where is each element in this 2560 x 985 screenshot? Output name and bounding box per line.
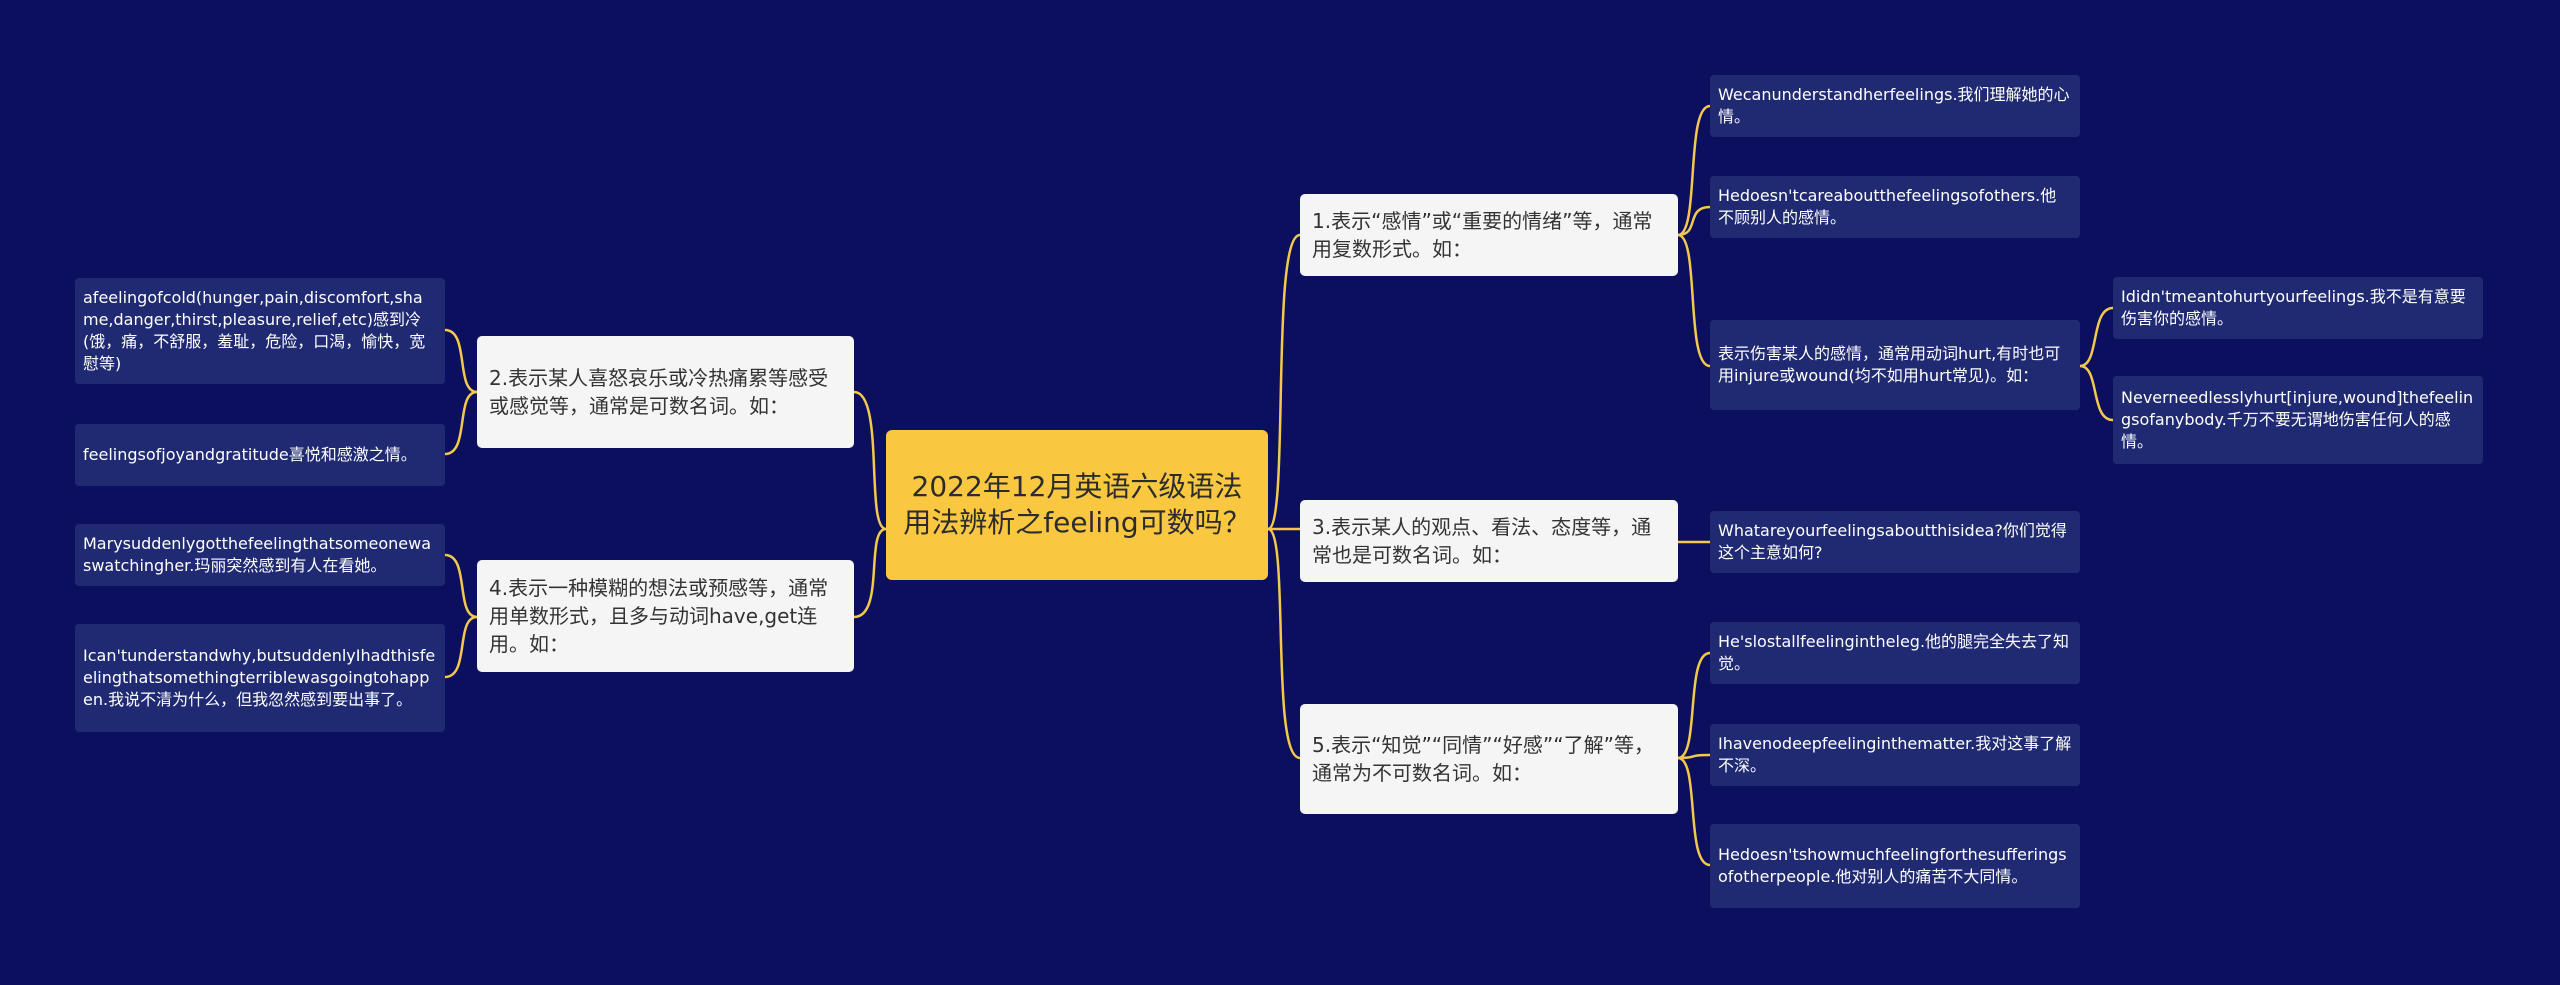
leaf-1-2[interactable]: Hedoesn'tcareaboutthefeelingsofothers.他不… [1710, 176, 2080, 238]
leaf-5-1[interactable]: He'slostallfeelingintheleg.他的腿完全失去了知觉。 [1710, 622, 2080, 684]
branch-2-label: 2.表示某人喜怒哀乐或冷热痛累等感受或感觉等，通常是可数名词。如： [489, 366, 829, 418]
connector-root-b5 [1267, 527, 1301, 760]
root-title: 2022年12月英语六级语法用法辨析之feeling可数吗？ [903, 470, 1251, 539]
leaf-2-1-text: afeelingofcold(hunger,pain,discomfort,sh… [83, 288, 426, 373]
leaf-4-1-text: Marysuddenlygotthefeelingthatsomeonewasw… [83, 534, 432, 575]
connector-l3-s1 [2079, 306, 2114, 368]
connector-b1-l2 [1677, 205, 1711, 237]
branch-3-label: 3.表示某人的观点、看法、态度等，通常也是可数名词。如： [1312, 515, 1652, 567]
branch-2[interactable]: 2.表示某人喜怒哀乐或冷热痛累等感受或感觉等，通常是可数名词。如： [477, 336, 854, 448]
leaf-5-2[interactable]: Ihavenodeepfeelinginthematter.我对这事了解不深。 [1710, 724, 2080, 786]
branch-5-label: 5.表示“知觉”“同情”“好感”“了解”等，通常为不可数名词。如： [1312, 733, 1654, 785]
leaf-4-2-text: Ican'tunderstandwhy,butsuddenlyIhadthisf… [83, 646, 436, 709]
connector-root-b1 [1267, 233, 1301, 531]
connector-root-b4 [853, 527, 887, 619]
branch-1[interactable]: 1.表示“感情”或“重要的情绪”等，通常用复数形式。如： [1300, 194, 1678, 276]
connector-b2-l2 [444, 390, 478, 456]
leaf-3-1[interactable]: Whatareyourfeelingsaboutthisidea?你们觉得这个主… [1710, 511, 2080, 573]
leaf-4-1[interactable]: Marysuddenlygotthefeelingthatsomeonewasw… [75, 524, 445, 586]
leaf-1-1[interactable]: Wecanunderstandherfeelings.我们理解她的心情。 [1710, 75, 2080, 137]
leaf-2-2-text: feelingsofjoyandgratitude喜悦和感激之情。 [83, 445, 417, 464]
connector-b5-l1 [1677, 651, 1711, 760]
root-topic[interactable]: 2022年12月英语六级语法用法辨析之feeling可数吗？ [886, 430, 1268, 580]
leaf-1-1-text: Wecanunderstandherfeelings.我们理解她的心情。 [1718, 85, 2070, 126]
connector-b1-l3 [1677, 233, 1711, 368]
branch-4-label: 4.表示一种模糊的想法或预感等，通常用单数形式，且多与动词have,get连用。… [489, 576, 829, 656]
connector-b5-l3 [1677, 756, 1711, 867]
connector-b2-l1 [444, 328, 478, 394]
leaf-1-3-text: 表示伤害某人的感情，通常用动词hurt,有时也可用injure或wound(均不… [1718, 344, 2061, 385]
leaf-5-3-text: Hedoesn'tshowmuchfeelingforthesufferings… [1718, 845, 2067, 886]
leaf-1-3-1[interactable]: Ididn'tmeantohurtyourfeelings.我不是有意要伤害你的… [2113, 277, 2483, 339]
leaf-4-2[interactable]: Ican'tunderstandwhy,butsuddenlyIhadthisf… [75, 624, 445, 732]
connector-b1-l1 [1677, 104, 1711, 237]
leaf-1-3-2[interactable]: Neverneedlesslyhurt[injure,wound]thefeel… [2113, 376, 2483, 464]
leaf-2-1[interactable]: afeelingofcold(hunger,pain,discomfort,sh… [75, 278, 445, 384]
connector-root-b2 [853, 390, 887, 531]
leaf-2-2[interactable]: feelingsofjoyandgratitude喜悦和感激之情。 [75, 424, 445, 486]
leaf-1-3-1-text: Ididn'tmeantohurtyourfeelings.我不是有意要伤害你的… [2121, 287, 2466, 328]
leaf-1-2-text: Hedoesn'tcareaboutthefeelingsofothers.他不… [1718, 186, 2057, 227]
leaf-5-2-text: Ihavenodeepfeelinginthematter.我对这事了解不深。 [1718, 734, 2072, 775]
branch-3[interactable]: 3.表示某人的观点、看法、态度等，通常也是可数名词。如： [1300, 500, 1678, 582]
leaf-1-3[interactable]: 表示伤害某人的感情，通常用动词hurt,有时也可用injure或wound(均不… [1710, 320, 2080, 410]
connector-b5-l2 [1677, 753, 1711, 760]
leaf-3-1-text: Whatareyourfeelingsaboutthisidea?你们觉得这个主… [1718, 521, 2067, 562]
leaf-1-3-2-text: Neverneedlesslyhurt[injure,wound]thefeel… [2121, 388, 2474, 451]
leaf-5-1-text: He'slostallfeelingintheleg.他的腿完全失去了知觉。 [1718, 632, 2070, 673]
branch-5[interactable]: 5.表示“知觉”“同情”“好感”“了解”等，通常为不可数名词。如： [1300, 704, 1678, 814]
connector-b4-l2 [444, 615, 478, 679]
connector-l3-s2 [2079, 364, 2114, 422]
connector-b4-l1 [444, 553, 478, 619]
leaf-5-3[interactable]: Hedoesn'tshowmuchfeelingforthesufferings… [1710, 824, 2080, 908]
branch-4[interactable]: 4.表示一种模糊的想法或预感等，通常用单数形式，且多与动词have,get连用。… [477, 560, 854, 672]
branch-1-label: 1.表示“感情”或“重要的情绪”等，通常用复数形式。如： [1312, 209, 1653, 261]
